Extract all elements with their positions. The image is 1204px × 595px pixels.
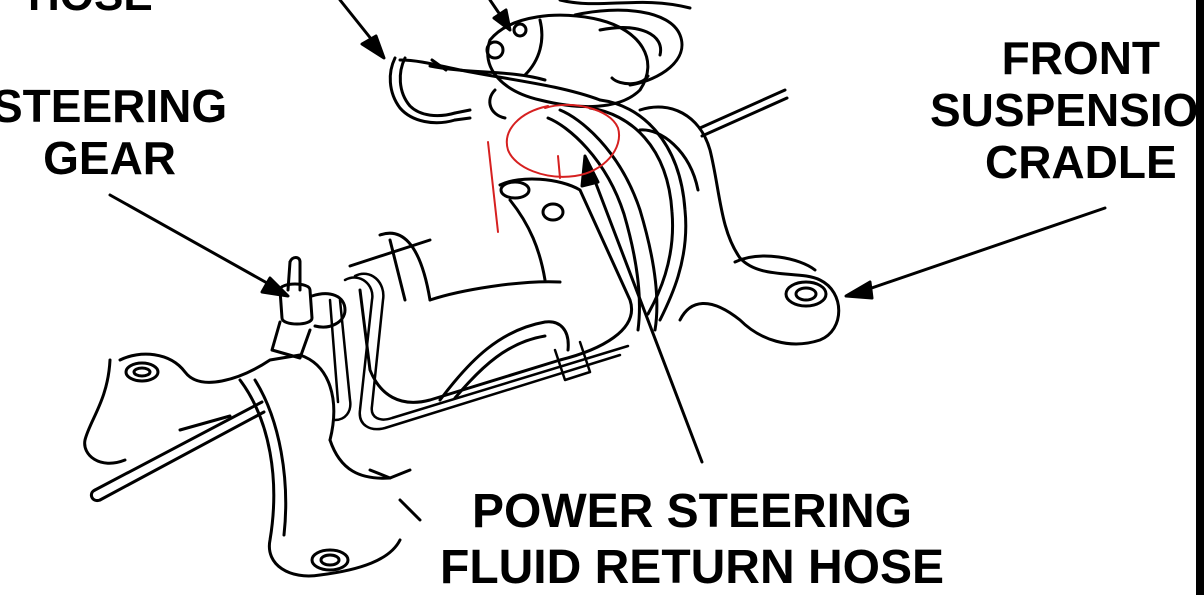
hoses xyxy=(388,56,688,332)
steering-gear-label: STEERING GEAR xyxy=(0,80,227,184)
front-cradle-label-line3: CRADLE xyxy=(984,136,1177,188)
front-cradle-label-line1: FRONT xyxy=(1001,32,1161,84)
front-cradle-right xyxy=(610,74,841,346)
gear-lines xyxy=(328,272,630,431)
pump-assembly xyxy=(485,0,692,120)
front-cradle-label-line2: SUSPENSION xyxy=(930,84,1204,136)
ps-hose-label-line1: POWER STEERING xyxy=(471,485,913,538)
steering-gear-label-line2: GEAR xyxy=(43,132,177,184)
window-edge-border xyxy=(1196,0,1204,595)
hose-label-text: HOSE xyxy=(28,0,153,18)
red-circle-annotation xyxy=(487,104,621,233)
steering-gear-housing xyxy=(348,177,634,404)
front-suspension-cradle-label: FRONT SUSPENSION CRADLE xyxy=(930,32,1204,188)
input-shaft xyxy=(270,256,347,360)
steering-gear-label-line1: STEERING xyxy=(0,80,228,132)
hose-label-top: HOSE xyxy=(28,0,153,18)
power-steering-return-hose-label: POWER STEERING FLUID RETURN HOSE xyxy=(440,484,944,595)
ps-hose-label-line2: FLUID RETURN HOSE xyxy=(440,541,944,594)
front-cradle-left xyxy=(83,352,422,578)
